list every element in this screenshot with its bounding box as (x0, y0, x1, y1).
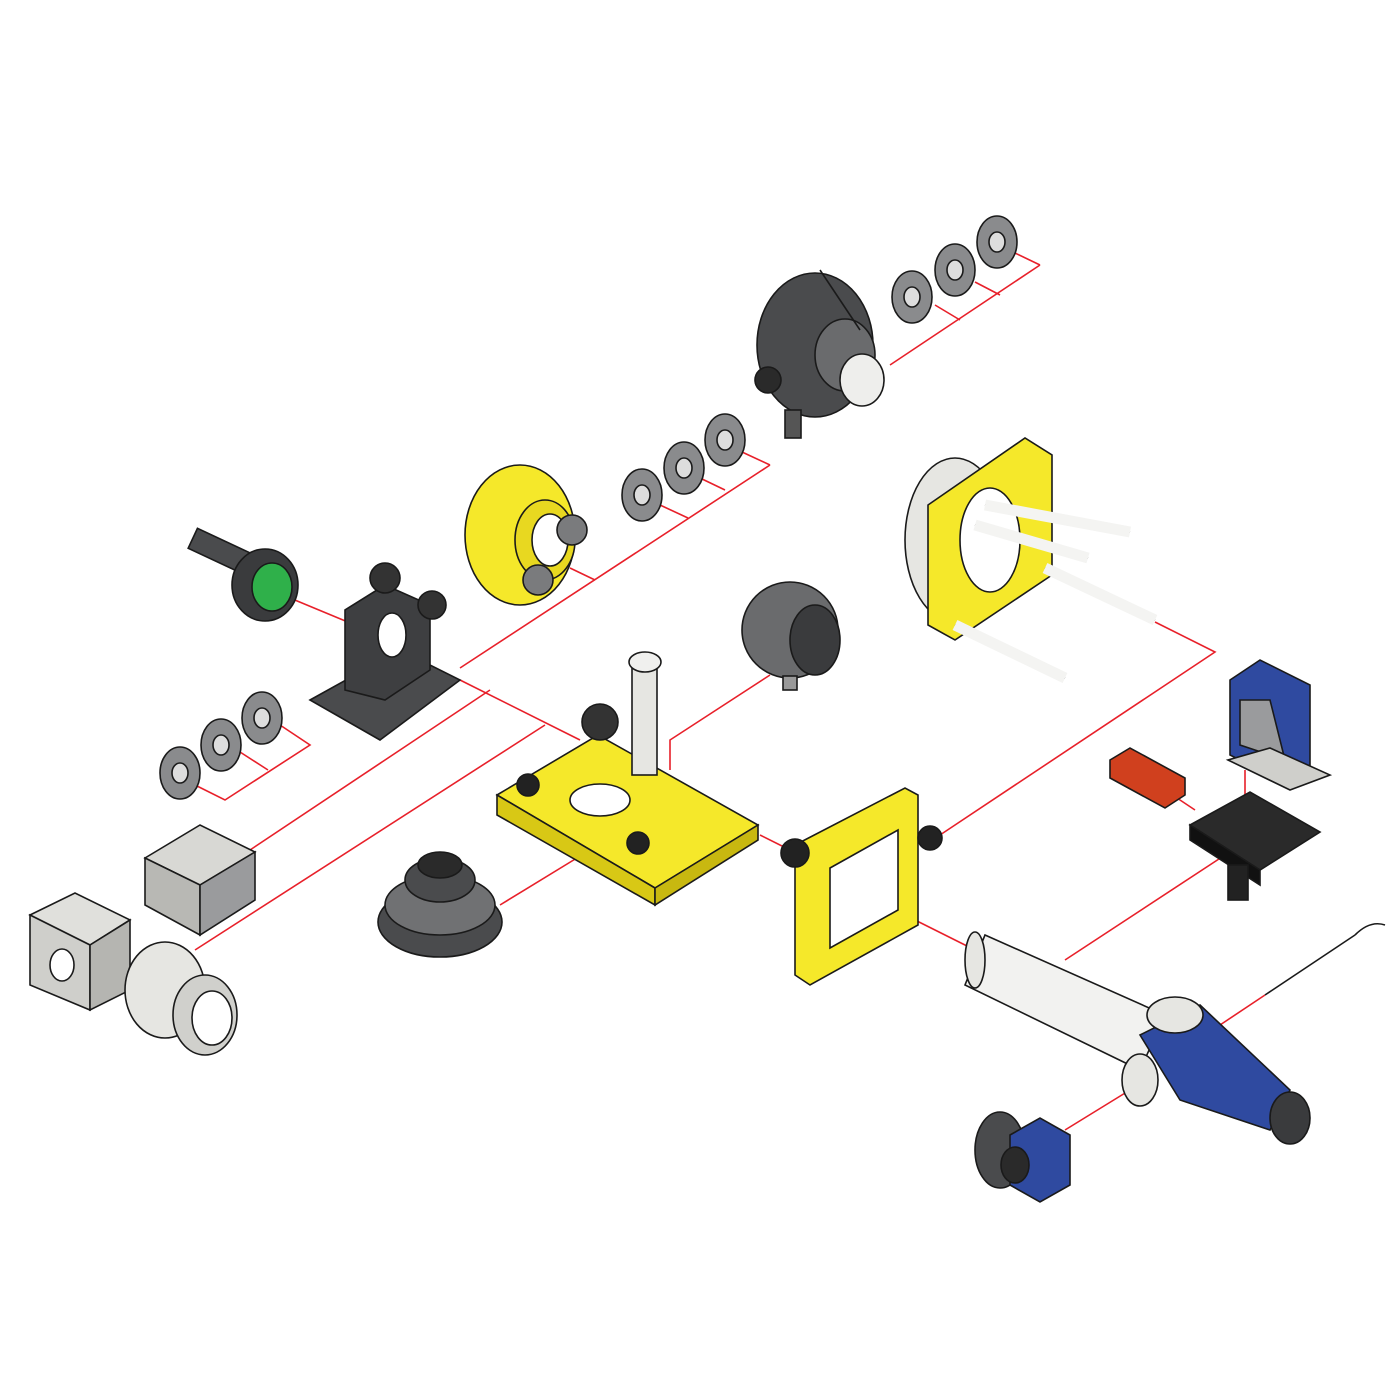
black-bracket (1188, 791, 1322, 901)
rotation-mount (754, 269, 885, 439)
filter-holder (187, 527, 299, 622)
sample-holder (377, 851, 503, 958)
red-block (1109, 747, 1186, 809)
camera (28, 892, 238, 1056)
yellow-ring-mount (464, 464, 588, 606)
connector-lines (194, 252, 1266, 1131)
tube-assembly (963, 931, 1311, 1145)
blue-cube (974, 1111, 1071, 1203)
sphere-housing (741, 581, 841, 691)
beam-splitter-cube (143, 824, 257, 937)
kinematic-mount (308, 562, 462, 741)
lens-rings-top (891, 215, 1018, 324)
lens-rings-lower (159, 691, 283, 800)
green-filter (251, 562, 293, 612)
yellow-base-plate (495, 651, 760, 907)
probe (1264, 922, 1386, 996)
blue-detector (1225, 659, 1333, 791)
cage-plate-with-rods (904, 437, 1158, 683)
yellow-frame (780, 787, 943, 986)
lens-rings-middle (621, 413, 746, 522)
